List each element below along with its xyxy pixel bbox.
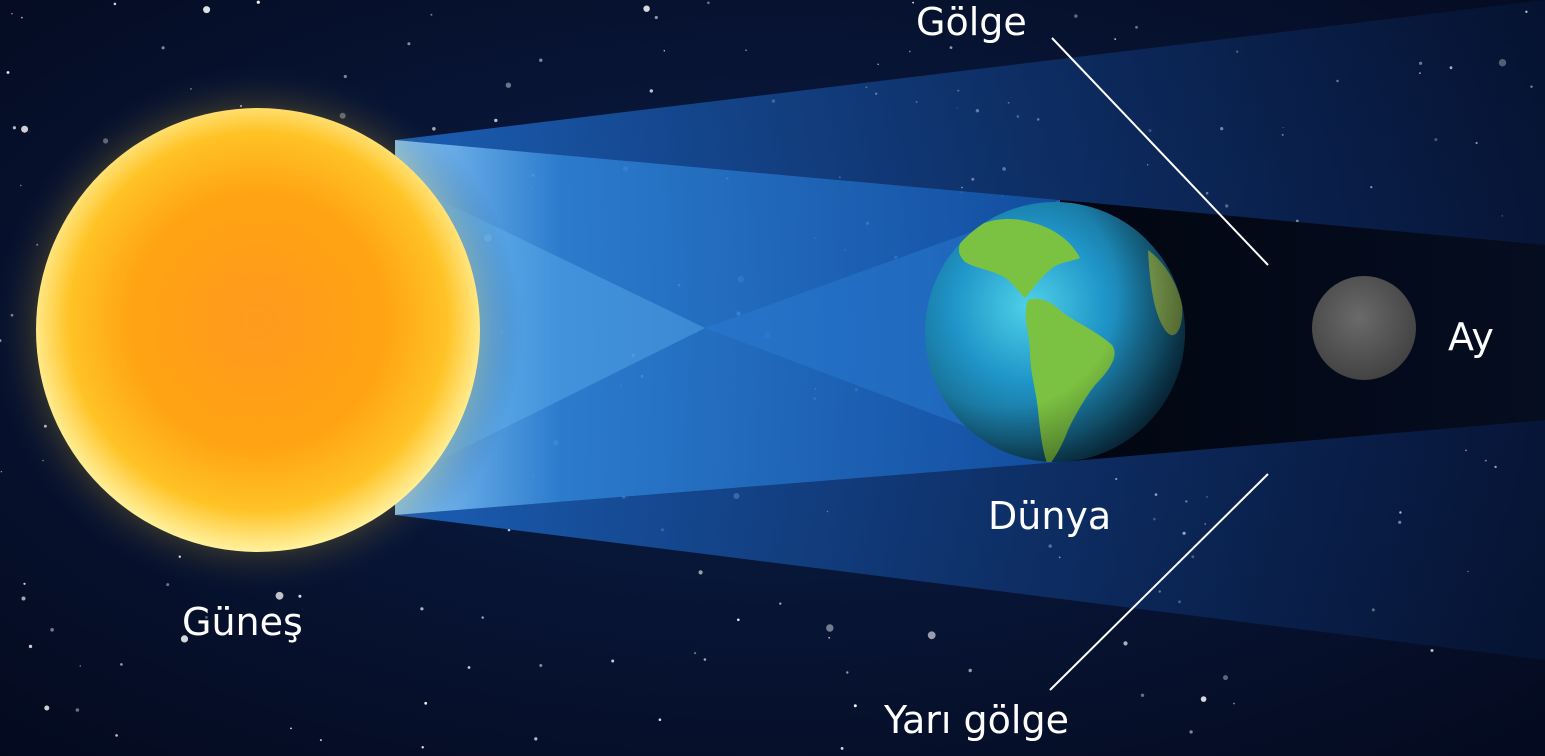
star bbox=[319, 739, 322, 742]
star bbox=[912, 1, 914, 4]
star bbox=[290, 727, 292, 730]
penumbra-lower-region bbox=[395, 420, 1545, 660]
penumbra-label: Yarı gölge bbox=[884, 698, 1069, 742]
star bbox=[20, 184, 22, 187]
star bbox=[28, 644, 33, 649]
star bbox=[50, 628, 54, 632]
earth-label: Dünya bbox=[988, 494, 1112, 538]
star bbox=[1233, 702, 1235, 705]
star bbox=[430, 13, 433, 16]
star bbox=[840, 747, 844, 750]
star bbox=[1140, 693, 1145, 697]
star bbox=[432, 127, 436, 131]
star bbox=[0, 471, 3, 473]
star bbox=[654, 15, 658, 20]
star bbox=[161, 46, 165, 50]
star bbox=[494, 118, 498, 123]
star bbox=[1135, 25, 1138, 29]
star bbox=[180, 635, 189, 643]
star bbox=[467, 666, 471, 669]
star bbox=[745, 49, 747, 51]
moon bbox=[1312, 276, 1416, 380]
star bbox=[826, 624, 834, 632]
star bbox=[658, 718, 662, 721]
star bbox=[343, 74, 347, 79]
umbra-region bbox=[1060, 200, 1545, 462]
star bbox=[21, 596, 26, 601]
star bbox=[505, 82, 512, 88]
star bbox=[1074, 14, 1078, 18]
star bbox=[44, 705, 50, 711]
star bbox=[407, 42, 411, 46]
star bbox=[534, 737, 538, 741]
star bbox=[79, 665, 82, 667]
star bbox=[115, 734, 118, 737]
earth bbox=[925, 202, 1185, 462]
star bbox=[6, 71, 10, 74]
sun-label: Güneş bbox=[182, 600, 303, 644]
star bbox=[75, 708, 80, 712]
star bbox=[256, 0, 260, 4]
penumbra-upper-region bbox=[395, 0, 1545, 245]
umbra-label: Gölge bbox=[916, 0, 1027, 44]
star bbox=[420, 607, 424, 611]
star bbox=[1200, 696, 1207, 702]
star bbox=[166, 583, 170, 587]
star bbox=[298, 594, 302, 598]
star bbox=[11, 12, 13, 15]
star bbox=[1223, 675, 1228, 681]
star bbox=[1430, 649, 1434, 652]
star bbox=[737, 618, 740, 622]
sun bbox=[36, 108, 480, 552]
star bbox=[927, 631, 936, 640]
star bbox=[643, 5, 650, 12]
star bbox=[703, 658, 707, 661]
star bbox=[1123, 641, 1128, 646]
star bbox=[424, 701, 428, 705]
sunlight-cone bbox=[395, 140, 1060, 515]
star bbox=[21, 16, 23, 19]
penumbra-leader-line bbox=[1049, 473, 1269, 691]
star bbox=[21, 125, 29, 133]
star bbox=[698, 570, 703, 575]
star bbox=[663, 50, 665, 52]
star bbox=[908, 50, 911, 53]
star bbox=[968, 668, 972, 673]
star bbox=[707, 1, 710, 5]
star bbox=[828, 636, 831, 639]
star bbox=[694, 652, 697, 655]
star bbox=[611, 659, 615, 663]
star bbox=[779, 602, 782, 605]
star bbox=[12, 126, 16, 130]
star bbox=[205, 616, 208, 619]
moon-label: Ay bbox=[1448, 315, 1494, 359]
star bbox=[120, 663, 123, 666]
star bbox=[649, 89, 653, 93]
star bbox=[1189, 730, 1193, 734]
umbra-leader-line bbox=[1051, 37, 1269, 266]
star bbox=[113, 2, 117, 6]
star bbox=[877, 63, 879, 66]
star bbox=[421, 746, 424, 749]
star bbox=[846, 671, 849, 674]
star bbox=[539, 664, 543, 667]
star bbox=[203, 6, 211, 14]
star bbox=[1114, 38, 1117, 41]
star bbox=[481, 616, 484, 619]
star bbox=[23, 582, 26, 585]
star bbox=[539, 58, 543, 62]
star bbox=[853, 704, 857, 708]
star bbox=[949, 46, 953, 49]
